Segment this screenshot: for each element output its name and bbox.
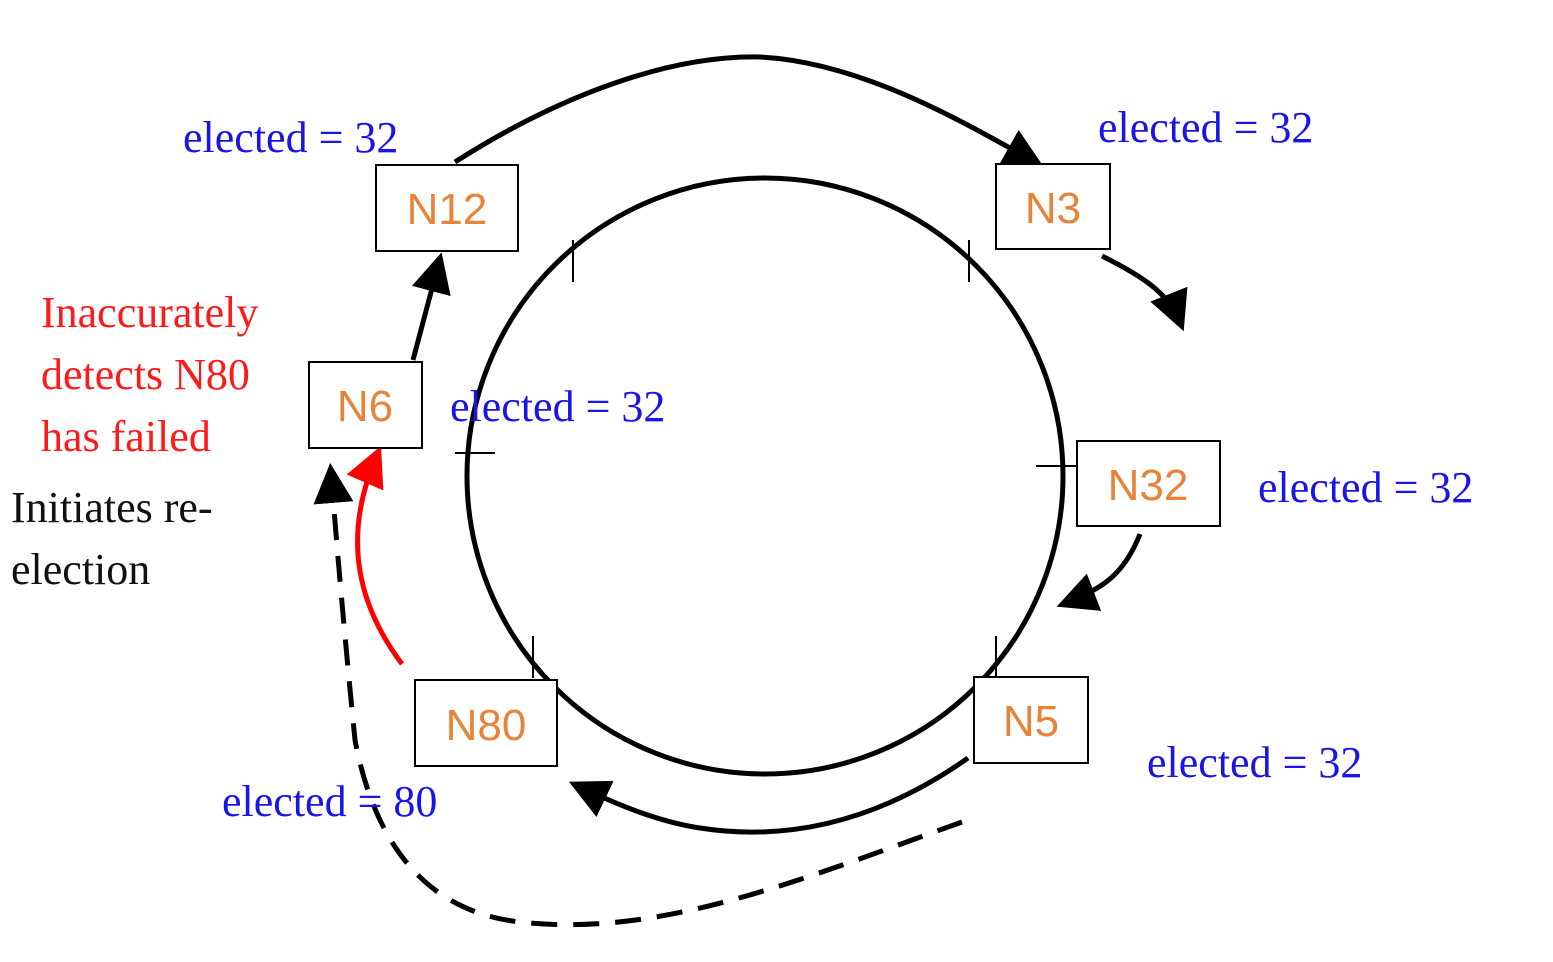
node-n5: N5 [973, 676, 1089, 764]
dashed-arrow-n5-to-n6 [313, 463, 963, 928]
ring-circle [464, 175, 1066, 777]
node-n5-label: N5 [1003, 697, 1059, 746]
elected-label-n12: elected = 32 [183, 113, 398, 162]
arrow-n5-to-n80 [568, 755, 970, 835]
node-n6-label: N6 [337, 382, 393, 431]
node-n12: N12 [375, 164, 519, 252]
node-n3: N3 [995, 163, 1111, 250]
initiates-note-line1: Initiates re- [11, 483, 213, 532]
arrow-n3-to-n32 [1100, 253, 1188, 332]
failure-note-line3: has failed [41, 412, 211, 461]
arrow-n32-to-n5 [1056, 533, 1143, 611]
elected-label-n3: elected = 32 [1098, 103, 1313, 152]
elected-label-n6: elected = 32 [450, 382, 665, 431]
failure-note-line2: detects N80 [41, 350, 250, 399]
node-n3-label: N3 [1025, 184, 1081, 233]
node-n6: N6 [308, 361, 423, 449]
elected-label-n80: elected = 80 [222, 777, 437, 826]
node-n80-label: N80 [446, 701, 527, 750]
arrow-n6-to-n12 [410, 252, 451, 361]
initiates-note-line2: election [11, 545, 150, 594]
elected-label-n5: elected = 32 [1147, 738, 1362, 787]
node-n80: N80 [414, 679, 558, 767]
failure-note-line1: Inaccurately [41, 288, 258, 337]
arrow-n12-to-n3 [453, 54, 1044, 167]
node-n32-label: N32 [1108, 461, 1189, 510]
node-n12-label: N12 [407, 185, 488, 234]
node-n32: N32 [1076, 440, 1221, 527]
elected-label-n32: elected = 32 [1258, 463, 1473, 512]
failure-arrow-n80-to-n6 [346, 445, 405, 666]
